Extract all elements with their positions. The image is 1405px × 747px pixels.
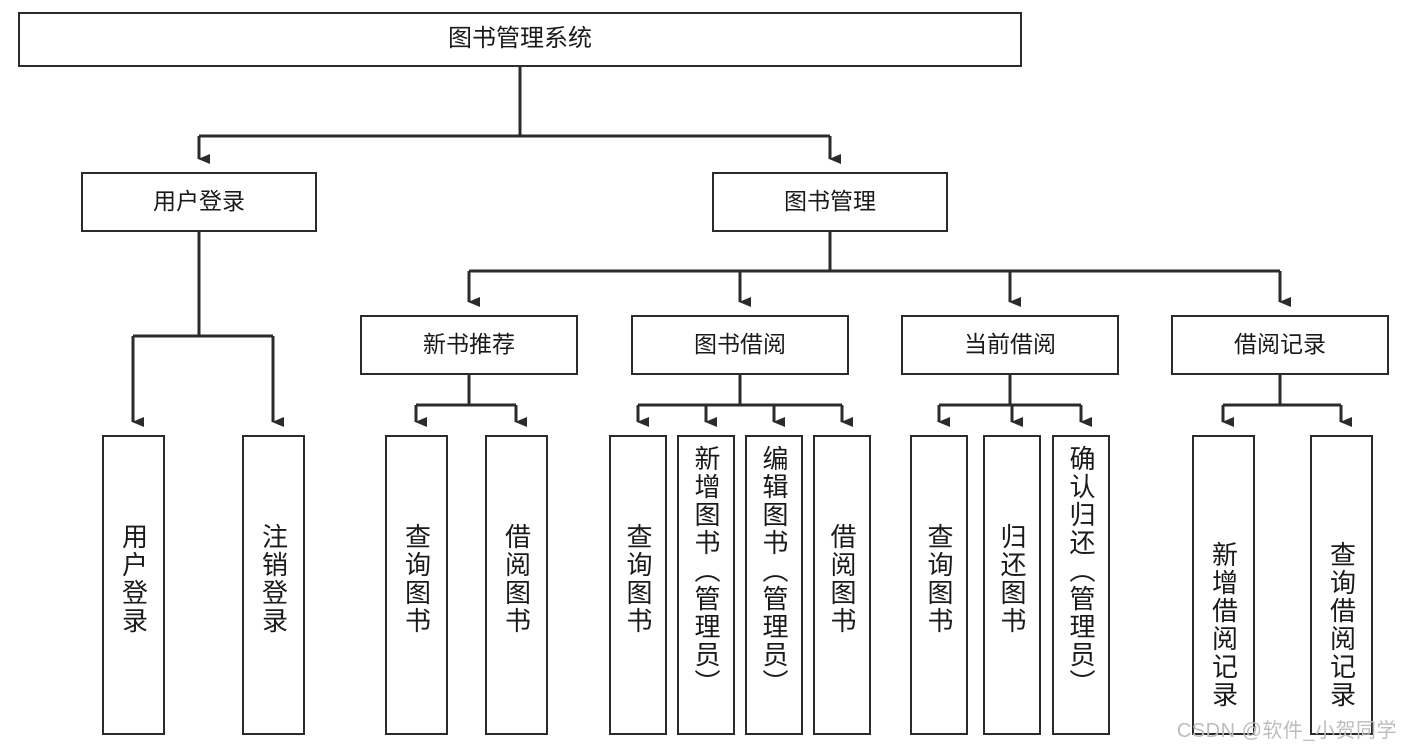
node-label: 图书管理系统	[448, 25, 592, 53]
node-borrow-record[interactable]: 借阅记录	[1171, 315, 1389, 375]
watermark-text: CSDN @软件_小贺同学	[1176, 720, 1397, 742]
node-label: 图书管理	[784, 188, 876, 215]
node-book-borrow[interactable]: 图书借阅	[631, 315, 849, 375]
node-label: 编辑图书（管理员）	[759, 445, 789, 697]
node-leaf-query-book-rec[interactable]: 查询图书	[385, 435, 448, 735]
node-leaf-borrow-book[interactable]: 借阅图书	[813, 435, 871, 735]
node-label: 用户登录	[153, 188, 245, 215]
node-leaf-user-login[interactable]: 用户登录	[102, 435, 165, 735]
node-user-login[interactable]: 用户登录	[81, 172, 317, 232]
node-label: 归还图书	[997, 523, 1027, 635]
node-book-manage[interactable]: 图书管理	[712, 172, 948, 232]
node-label: 查询借阅记录	[1326, 541, 1357, 709]
node-label: 用户登录	[118, 523, 149, 635]
node-leaf-query-book-borrow[interactable]: 查询图书	[609, 435, 667, 735]
node-leaf-confirm-return-admin[interactable]: 确认归还（管理员）	[1052, 435, 1110, 735]
node-label: 新增借阅记录	[1208, 541, 1239, 709]
node-leaf-return-book[interactable]: 归还图书	[983, 435, 1041, 735]
node-leaf-edit-book-admin[interactable]: 编辑图书（管理员）	[745, 435, 803, 735]
node-label: 图书借阅	[694, 331, 786, 358]
node-label: 查询图书	[924, 523, 954, 635]
node-root[interactable]: 图书管理系统	[18, 12, 1022, 67]
node-label: 借阅图书	[501, 523, 532, 635]
node-label: 确认归还（管理员）	[1066, 445, 1096, 697]
node-leaf-add-borrow-record[interactable]: 新增借阅记录	[1192, 435, 1255, 735]
node-label: 当前借阅	[964, 331, 1056, 358]
node-leaf-query-borrow-record[interactable]: 查询借阅记录	[1310, 435, 1373, 735]
node-leaf-add-book-admin[interactable]: 新增图书（管理员）	[677, 435, 735, 735]
node-current-borrow[interactable]: 当前借阅	[901, 315, 1119, 375]
node-label: 注销登录	[258, 523, 289, 635]
node-label: 借阅图书	[827, 523, 857, 635]
node-leaf-user-logout[interactable]: 注销登录	[242, 435, 305, 735]
node-leaf-borrow-book-rec[interactable]: 借阅图书	[485, 435, 548, 735]
node-label: 新书推荐	[423, 331, 515, 358]
node-new-book-rec[interactable]: 新书推荐	[360, 315, 578, 375]
node-leaf-query-book-cur[interactable]: 查询图书	[910, 435, 968, 735]
node-label: 新增图书（管理员）	[691, 445, 721, 697]
node-label: 借阅记录	[1234, 331, 1326, 358]
node-label: 查询图书	[401, 523, 432, 635]
node-label: 查询图书	[623, 523, 653, 635]
